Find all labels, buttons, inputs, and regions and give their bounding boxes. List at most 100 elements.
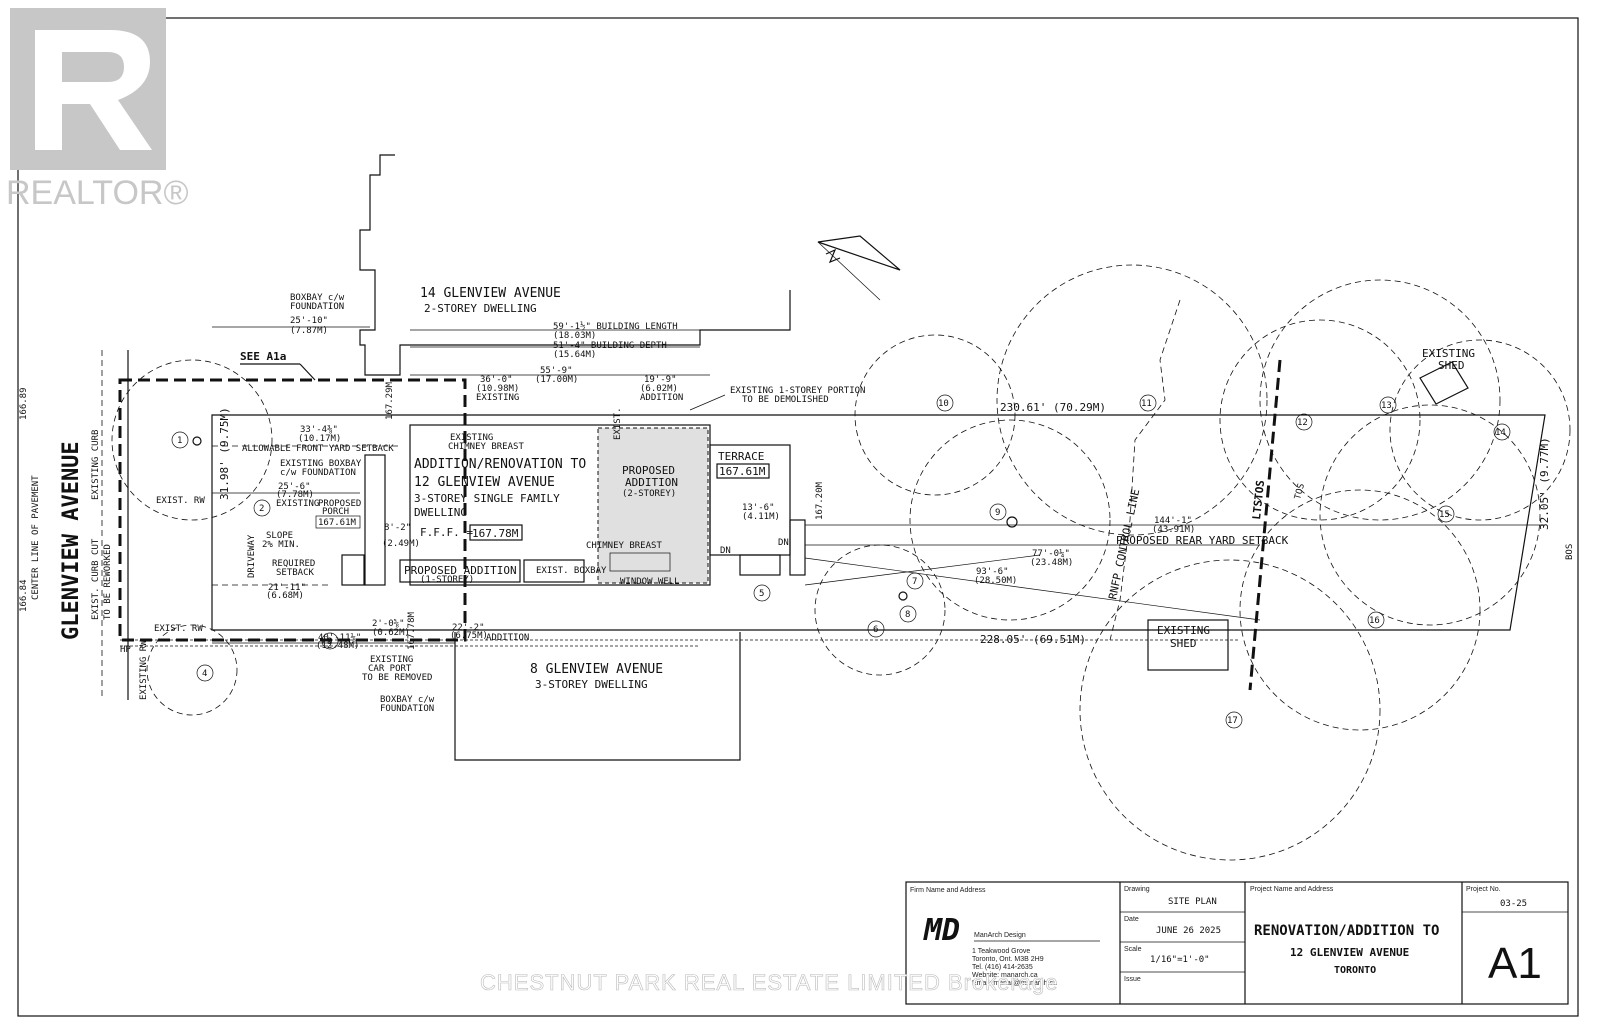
tree-3: 3 [327,637,332,647]
building-length: 59'-1½" BUILDING LENGTH [553,321,678,332]
tree-2: 2 [259,504,264,514]
projno-value: 03-25 [1500,899,1527,909]
dim-10-17: (10.17M) [298,434,341,444]
rear-lot-line: 32.05' (9.77M) [1538,437,1551,530]
tree-14: 14 [1495,428,1506,438]
front-lot-line: 31.98' (9.75M) [218,407,231,500]
existing-dim-label: EXISTING [476,393,519,403]
terrace-level: 167.61M [719,465,766,478]
exist-boxbay: EXIST. BOXBAY [536,566,607,576]
proposed-addition-label-3: (2-STOREY) [622,489,676,499]
neighbor-north: 14 GLENVIEW AVENUE 2-STOREY DWELLING [359,154,791,376]
allowable-setback: ALLOWABLE FRONT YARD SETBACK [242,444,394,454]
dim-6-75: (6.75M) [450,631,488,641]
dim-8-2: 8'-2" [384,523,411,533]
dim-23-48: (23.48M) [1030,558,1073,568]
chimney-breast: CHIMNEY BREAST [448,442,524,452]
addition-bottom: ADDITION [486,633,529,643]
street-area: GLENVIEW AVENUE CENTER LINE OF PAVEMENT … [19,350,1240,700]
firm-addr1: 1 Teakwood Grove [972,948,1030,955]
slope-label: SLOPE [266,531,293,541]
neighbor-south-address: 8 GLENVIEW AVENUE [530,662,663,677]
curb-cut-label: EXIST. CURB CUT [91,538,101,620]
dn-label-2: DN [778,538,789,548]
dim-4-11: (4.11M) [742,512,780,522]
existing-carport: EXISTING [370,655,413,665]
dim-12-48: (12.48M) [316,641,359,651]
firm-name: ManArch Design [974,932,1026,939]
dim-25-10: 25'-10" [290,316,328,326]
dim-7-78: (7.78M) [276,490,314,500]
tree-1-icon [171,431,189,449]
realtor-logo: REALTOR® [6,8,189,212]
dim-43-91: (43.91M) [1152,525,1195,535]
exist-dim-label: EXIST. [613,407,623,440]
dim-19-9: 19'-9" [644,375,677,385]
tree-4: 4 [202,669,207,679]
firm-addr2: Toronto, Ont. M3B 2H9 [972,956,1044,963]
foundation-top: FOUNDATION [290,302,344,312]
existing-shed-top: EXISTING SHED [1419,347,1475,405]
see-a1a-label: SEE A1a [240,350,286,363]
existing-curb-label: EXISTING CURB [91,430,101,500]
street-name: GLENVIEW AVENUE [59,441,84,640]
grade-167-29: 167.29M [385,381,395,420]
reworked-label: TO BE REWORKED [103,544,113,620]
dim-93-6: 93'-6" [976,567,1009,577]
grade-167-20: 167.20M [815,481,825,520]
existing-boxbay: EXISTING BOXBAY [280,459,362,469]
building-depth: 51'-4" BUILDING DEPTH [553,341,667,351]
existing-shed-bottom: EXISTING SHED [1147,619,1229,671]
sheet-number: A1 [1488,939,1542,988]
fff-label: F.F.F. = [420,526,473,539]
bos-label: BOS [1565,544,1575,560]
tree-markers: 1 2 3 4 5 6 7 8 9 10 11 12 13 14 15 16 1… [171,394,1511,729]
dim-28-50: (28.50M) [974,576,1017,586]
tree-canopies [111,264,1571,861]
dim-10-98: (10.98M) [476,384,519,394]
dim-13-6: 13'-6" [742,503,775,513]
existing-1storey: EXISTING 1-STOREY PORTION [730,386,865,396]
building-title-2: 12 GLENVIEW AVENUE [414,475,555,490]
project-label: Project Name and Address [1250,886,1334,893]
dim-77-0: 77'-0¼" [1032,549,1070,559]
proposed-porch: PROPOSED [318,499,361,509]
dim-55-9: 55'-9" [540,366,573,376]
tree-9: 9 [995,508,1000,518]
project-line-2: 12 GLENVIEW AVENUE [1290,946,1409,959]
firm-tel: Tel. (416) 414-2635 [972,964,1033,971]
dim-2-49: (2.49M) [382,539,420,549]
neighbor-north-address: 14 GLENVIEW AVENUE [420,286,561,301]
tos-label: TOS [1293,482,1307,500]
brokerage-watermark: CHESTNUT PARK REAL ESTATE LIMITED Broker… [480,970,1058,995]
foundation-bottom: FOUNDATION [380,704,434,714]
tree-10: 10 [938,399,949,409]
dim-144-1: 144'-1" [1154,516,1192,526]
boxbay-cw-bottom: BOXBAY c/w [380,695,435,705]
porch-label: PORCH [322,507,349,517]
grade-top: 166.89 [19,387,29,420]
cw-foundation: c/w FOUNDATION [280,468,356,478]
tree-1: 1 [177,436,182,446]
rear-setback: PROPOSED REAR YARD SETBACK [1116,534,1289,547]
dim-2-0: 2'-0⅝" [372,619,405,629]
driveway-label: DRIVEWAY [247,534,257,578]
proposed-addition-label: PROPOSED [622,464,675,477]
tree-6: 6 [873,625,878,635]
exist-rw-bottom: EXIST. RW [154,624,203,634]
dim-17-00: (17.00M) [535,375,578,385]
building-title-1: ADDITION/RENOVATION TO [414,457,586,472]
dim-33-4: 33'-4⅜" [300,425,338,435]
setback-label: SETBACK [276,568,315,578]
to-be-demolished: TO BE DEMOLISHED [742,395,829,405]
window-well: WINDOW WELL [620,577,680,587]
neighbor-south-type: 3-STOREY DWELLING [535,678,648,691]
shed-bottom-shed: SHED [1170,637,1197,650]
hp-label: HP [120,645,131,655]
building-title-3: 3-STOREY SINGLE FAMILY [414,492,560,505]
dn-label-1: DN [720,546,731,556]
tree-8: 8 [905,610,910,620]
dim-25-6: 25'-6" [278,482,311,492]
building-title-4: DWELLING [414,506,467,519]
porch-level: 167.61M [318,518,357,528]
